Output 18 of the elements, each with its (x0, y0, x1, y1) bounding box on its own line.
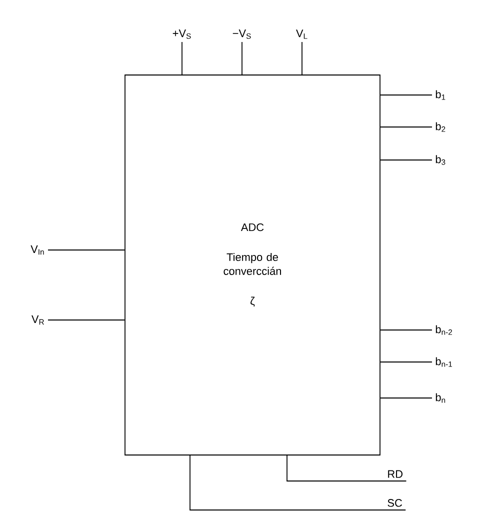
pin-line (380, 94, 432, 96)
pin-label: b$_{3}$ (436, 155, 446, 165)
pin-label: V$_{R}$ (32, 315, 44, 325)
pin-label: b$_{n}$ (436, 393, 446, 403)
pin-label: b$_{n-2}$ (436, 325, 452, 335)
adc-block: ADC Tiempo de converccián ζ (124, 74, 380, 456)
pin-label: SC (388, 499, 402, 507)
pin-line (380, 126, 432, 128)
pin-label: V$_{L}$ (296, 30, 308, 39)
pin-line (286, 455, 407, 482)
pin-label: +V$_{S}$ (172, 30, 191, 39)
pin-label: b$_{2}$ (436, 122, 446, 132)
pin-label: V$_{In}$ (30, 245, 44, 255)
pin-line (190, 455, 406, 510)
pin-label: −V$_{S}$ (232, 30, 251, 39)
pin-label: b$_{1}$ (436, 90, 446, 100)
pin-label: RD (388, 470, 402, 478)
pin-label: b$_{n-1}$ (436, 357, 452, 367)
